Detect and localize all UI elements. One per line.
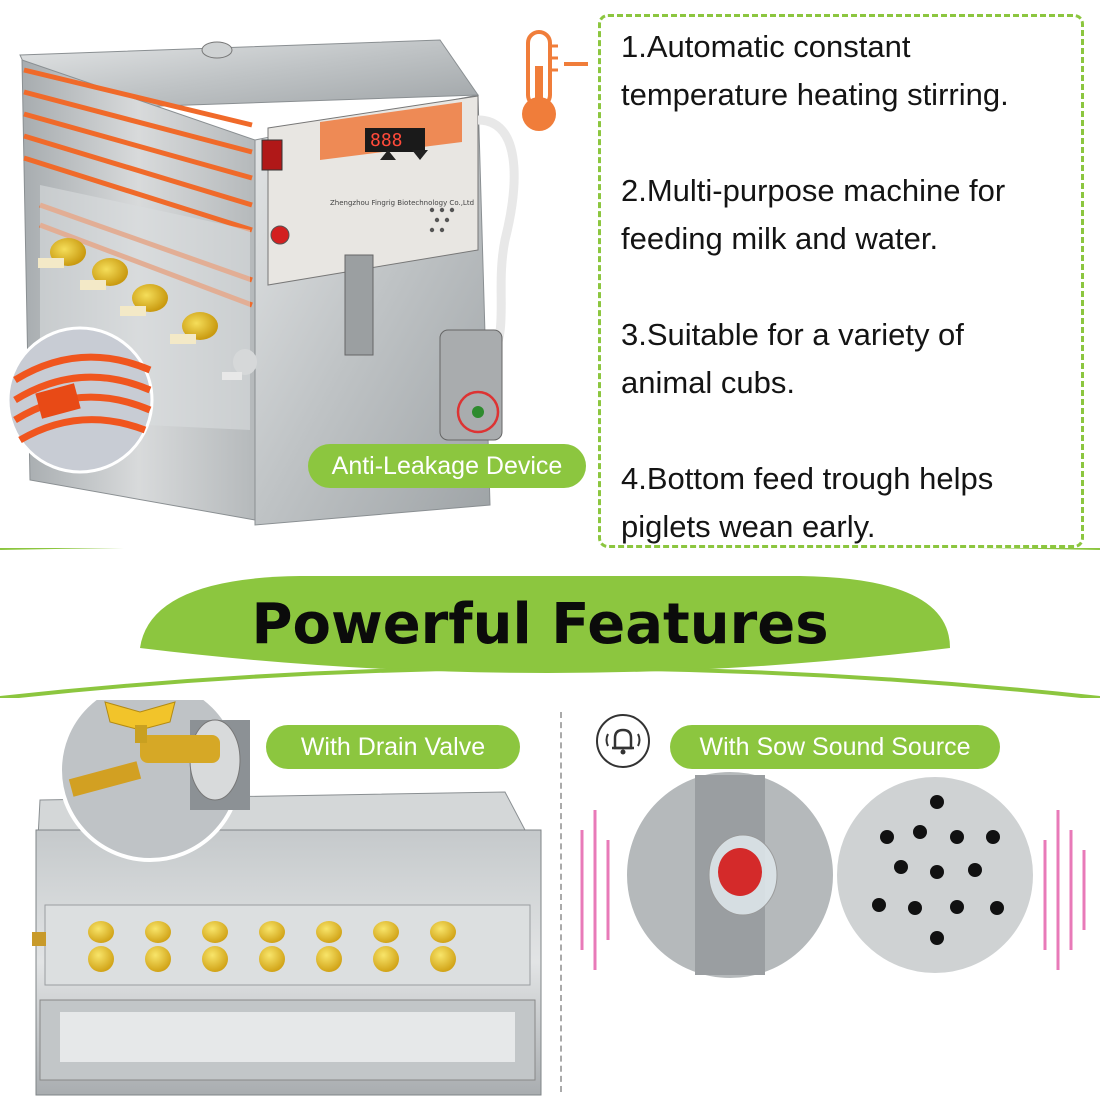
feeding-nipples xyxy=(38,238,257,380)
section-divider xyxy=(560,712,562,1092)
panel-display: 888 xyxy=(370,130,403,151)
feature-1: 1.Automatic constant temperature heating… xyxy=(621,23,1081,119)
panel-company: Zhengzhou Fingrig Biotechnology Co.,Ltd xyxy=(330,199,474,207)
thermometer-icon xyxy=(522,30,588,131)
feature-3-line1: 3.Suitable for a variety of xyxy=(621,317,964,352)
feature-2: 2.Multi-purpose machine for feeding milk… xyxy=(621,167,1081,263)
feature-2-line2: feeding milk and water. xyxy=(621,221,939,256)
feature-1-line1: 1.Automatic constant xyxy=(621,29,911,64)
anti-leakage-label: Anti-Leakage Device xyxy=(308,444,586,488)
drain-valve-label: With Drain Valve xyxy=(266,725,520,769)
feature-4-line2: piglets wean early. xyxy=(621,509,876,544)
sound-source-image xyxy=(580,768,1086,982)
features-banner xyxy=(0,548,1100,698)
drain-valve-machine-image xyxy=(32,700,542,1096)
nipple-row xyxy=(88,921,456,972)
feature-4-line1: 4.Bottom feed trough helps xyxy=(621,461,994,496)
feeder-machine-image: 888 Zhengzhou Fingrig Biotechnology Co.,… xyxy=(6,39,519,526)
feature-2-line1: 2.Multi-purpose machine for xyxy=(621,173,1006,208)
feature-4: 4.Bottom feed trough helps piglets wean … xyxy=(621,455,1081,551)
banner-title: Powerful Features xyxy=(251,592,829,657)
feature-3-line2: animal cubs. xyxy=(621,365,796,400)
feature-list: 1.Automatic constant temperature heating… xyxy=(598,14,1084,548)
feature-1-line2: temperature heating stirring. xyxy=(621,77,1009,112)
bell-icon xyxy=(596,714,650,768)
sound-source-label: With Sow Sound Source xyxy=(670,725,1000,769)
feature-3: 3.Suitable for a variety of animal cubs. xyxy=(621,311,1081,407)
